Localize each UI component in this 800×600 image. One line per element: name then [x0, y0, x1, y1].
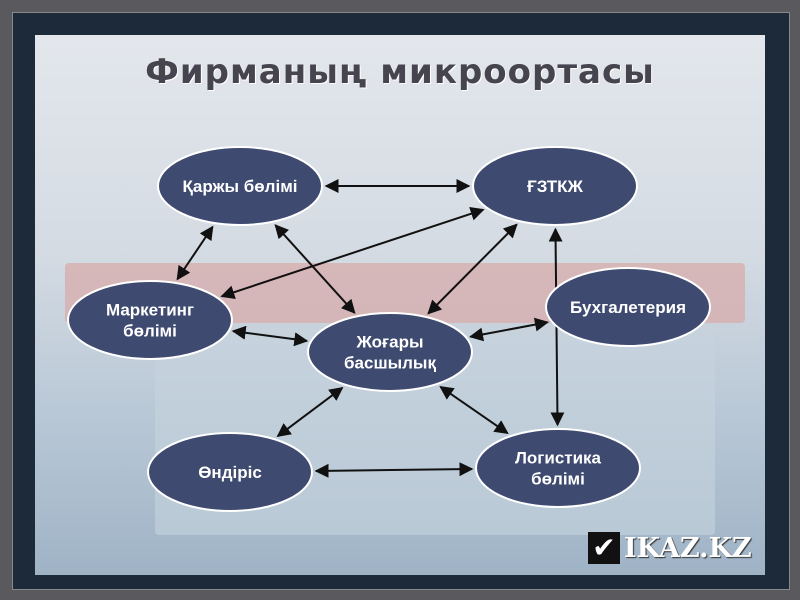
- node-accounting: Бухгалетерия: [545, 267, 711, 347]
- node-label: Бухгалетерия: [570, 298, 686, 317]
- node-ellipse: [472, 146, 638, 226]
- node-production: Өндіріс: [147, 432, 313, 512]
- node-management: Жоғары басшылық: [307, 312, 473, 392]
- node-label: Қаржы бөлімі: [183, 177, 298, 196]
- arrow-marketing-management: [231, 325, 309, 347]
- arrow-finance-management: [274, 224, 356, 314]
- arrow-management-logistics: [439, 386, 509, 434]
- node-ellipse: [147, 432, 313, 512]
- node-label: бөлімі: [123, 322, 177, 341]
- node-label: Логистика: [515, 449, 602, 468]
- checkmark-icon: ✔: [588, 532, 620, 564]
- node-ellipse: [545, 267, 711, 347]
- node-logistics: Логистика бөлімі: [475, 428, 641, 508]
- slide-title: Фирманың микроортасы: [145, 52, 655, 92]
- arrow-production-logistics: [314, 462, 474, 478]
- node-label: Өндіріс: [198, 463, 262, 482]
- logo-text: IKAZ.KZ: [624, 532, 752, 564]
- arrow-accounting-management: [469, 317, 549, 342]
- node-ellipse: [157, 146, 323, 226]
- arrow-finance-marketing: [176, 225, 214, 281]
- site-logo: ✔ IKAZ.KZ: [588, 532, 752, 564]
- node-label: Жоғары: [356, 333, 424, 352]
- node-rnd: ҒЗТКЖ: [472, 146, 638, 226]
- node-ellipse: [67, 280, 233, 360]
- node-ellipse: [475, 428, 641, 508]
- node-marketing: Маркетинг бөлімі: [67, 280, 233, 360]
- arrow-management-production: [276, 386, 344, 438]
- arrow-rnd-management: [427, 223, 518, 315]
- node-ellipse: [307, 312, 473, 392]
- node-finance: Қаржы бөлімі: [157, 146, 323, 226]
- node-label: басшылық: [344, 354, 436, 373]
- node-label: ҒЗТКЖ: [527, 177, 583, 196]
- node-label: Маркетинг: [106, 301, 194, 320]
- node-label: бөлімі: [531, 470, 585, 489]
